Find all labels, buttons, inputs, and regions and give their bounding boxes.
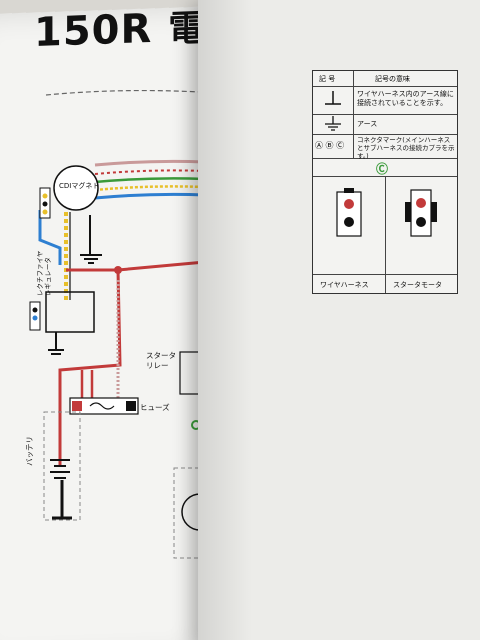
legend-header-symbol-cell: 記 号 [313, 71, 354, 86]
battery-ground-wire [52, 480, 72, 520]
wire-blue [94, 192, 206, 200]
wire-green [94, 177, 206, 184]
fuse-box [69, 397, 139, 415]
starter-motor-connector-icon [405, 189, 437, 237]
diagram-dashed-frame [45, 89, 201, 96]
wire-red-fuse [80, 370, 94, 400]
wire-pink [94, 159, 206, 167]
legend-row: Ⓐ Ⓑ Ⓒ コネクタマーク(メインハーネスとサブハーネスの接続カプラを示す。) [313, 134, 457, 160]
legend-symbol-cell: Ⓐ Ⓑ Ⓒ [313, 134, 354, 158]
caption-wire-harness: ワイヤハーネス [320, 281, 369, 289]
wire-blue-left [38, 210, 62, 265]
legend-symbol-cell [313, 114, 354, 134]
legend-meaning-1: ワイヤハーネス内のアース線に接続されていることを示す。 [357, 90, 454, 107]
pin-yellow-2 [42, 209, 48, 215]
caption-starter-motor: スタータモータ [393, 281, 442, 289]
fuse-terminal-red [72, 401, 82, 411]
battery-frame [43, 411, 81, 521]
battery-label: バッテリ [25, 436, 34, 466]
fuse-label: ヒューズ [140, 403, 170, 412]
wire-harness-connector-icon [336, 188, 362, 237]
wire-yellow [94, 185, 206, 192]
motor-frame [173, 467, 205, 559]
rectifier-box [45, 291, 95, 333]
starter-relay-label: スタータ リレー [146, 351, 176, 371]
legend-meaning-3: コネクタマーク(メインハーネスとサブハーネスの接続カプラを示す。) [357, 136, 455, 160]
legend-symbol-cell [313, 86, 354, 114]
legend-meaning-2: アース [357, 120, 378, 128]
fuse-terminal-black [126, 401, 136, 411]
connector-marks-icon: Ⓐ Ⓑ Ⓒ [315, 141, 345, 150]
marker-c: Ⓒ [376, 162, 389, 176]
fuse-element [89, 402, 115, 410]
junction-dot [114, 266, 122, 274]
pin-yellow [42, 193, 48, 199]
legend-pictures-row [313, 176, 457, 293]
legend-divider [385, 176, 386, 293]
pin-blue [32, 315, 38, 321]
starter-relay-line1: スタータ [146, 351, 176, 360]
legend-marker-row: Ⓒ [313, 158, 457, 177]
legend-row: ワイヤハーネス内のアース線に接続されていることを示す。 [313, 86, 457, 115]
rectifier-ground [48, 332, 64, 355]
cdi-magneto-symbol [53, 165, 99, 211]
wire-red-main [58, 260, 206, 465]
legend-header-row: 記 号 記号の意味 [313, 71, 457, 87]
wire-red-top [94, 169, 206, 175]
legend-header-symbol: 記 号 [319, 75, 336, 83]
battery-symbol [50, 459, 70, 479]
cdi-magneto-label: CDIマグネト [59, 182, 100, 190]
legend-header-meaning: 記号の意味 [375, 75, 410, 83]
rectifier-label: レクチファイヤ レギュレータ [36, 250, 52, 296]
wire-harness-ground-icon [325, 91, 341, 105]
legend-table: 記 号 記号の意味 ワイヤハーネス内のアース線に接続されていることを示す。 アー… [312, 70, 458, 294]
ground-icon [325, 116, 341, 131]
pin-black [42, 201, 48, 207]
legend-row: アース [313, 114, 457, 135]
legend-caption-divider [313, 274, 457, 275]
ground-wire [80, 215, 102, 264]
starter-relay-line2: リレー [146, 361, 169, 370]
pin-black-2 [32, 307, 38, 313]
